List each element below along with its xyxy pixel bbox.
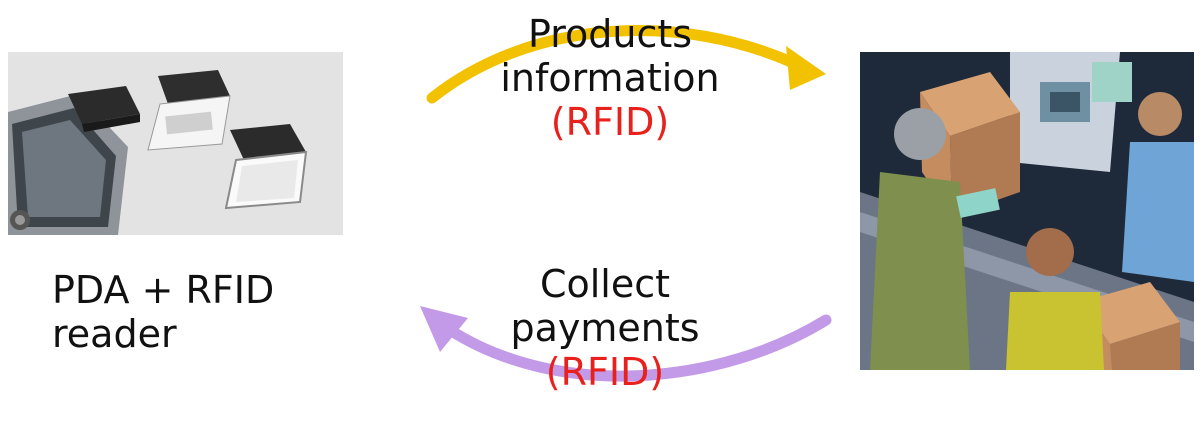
products-information-label: Products information (RFID): [480, 12, 740, 144]
worker-figure: [1006, 228, 1104, 370]
payments-arrow-head: [420, 306, 468, 352]
pda-rfid-reader-caption: PDA + RFID reader: [52, 268, 352, 356]
pda-caption-line2: reader: [52, 312, 177, 356]
products-label-line1: Products: [527, 12, 693, 56]
rfid-reader-card-1: [68, 86, 140, 132]
collect-payments-label: Collect payments (RFID): [470, 262, 740, 394]
products-arrow: [426, 25, 806, 104]
pda-rfid-reader-photo: [8, 52, 343, 235]
cash-register: [1010, 52, 1132, 172]
pda-device: [8, 94, 128, 235]
rfid-reader-card-2: [147, 70, 231, 151]
products-arrow-head: [786, 46, 826, 90]
payments-label-rfid: (RFID): [545, 350, 665, 394]
pda-caption-line1: PDA + RFID: [52, 268, 275, 312]
products-label-rfid: (RFID): [550, 100, 670, 144]
payments-arrow: [444, 314, 832, 382]
checkout-counter-clipart: [860, 52, 1194, 370]
cashier-figure: [1122, 92, 1194, 282]
customer-figure: [870, 108, 1000, 370]
rfid-reader-card-3: [224, 124, 308, 210]
products-label-line2: information: [500, 56, 720, 100]
payments-label-line1: Collect: [539, 262, 671, 306]
payments-label-line2: payments: [510, 306, 700, 350]
